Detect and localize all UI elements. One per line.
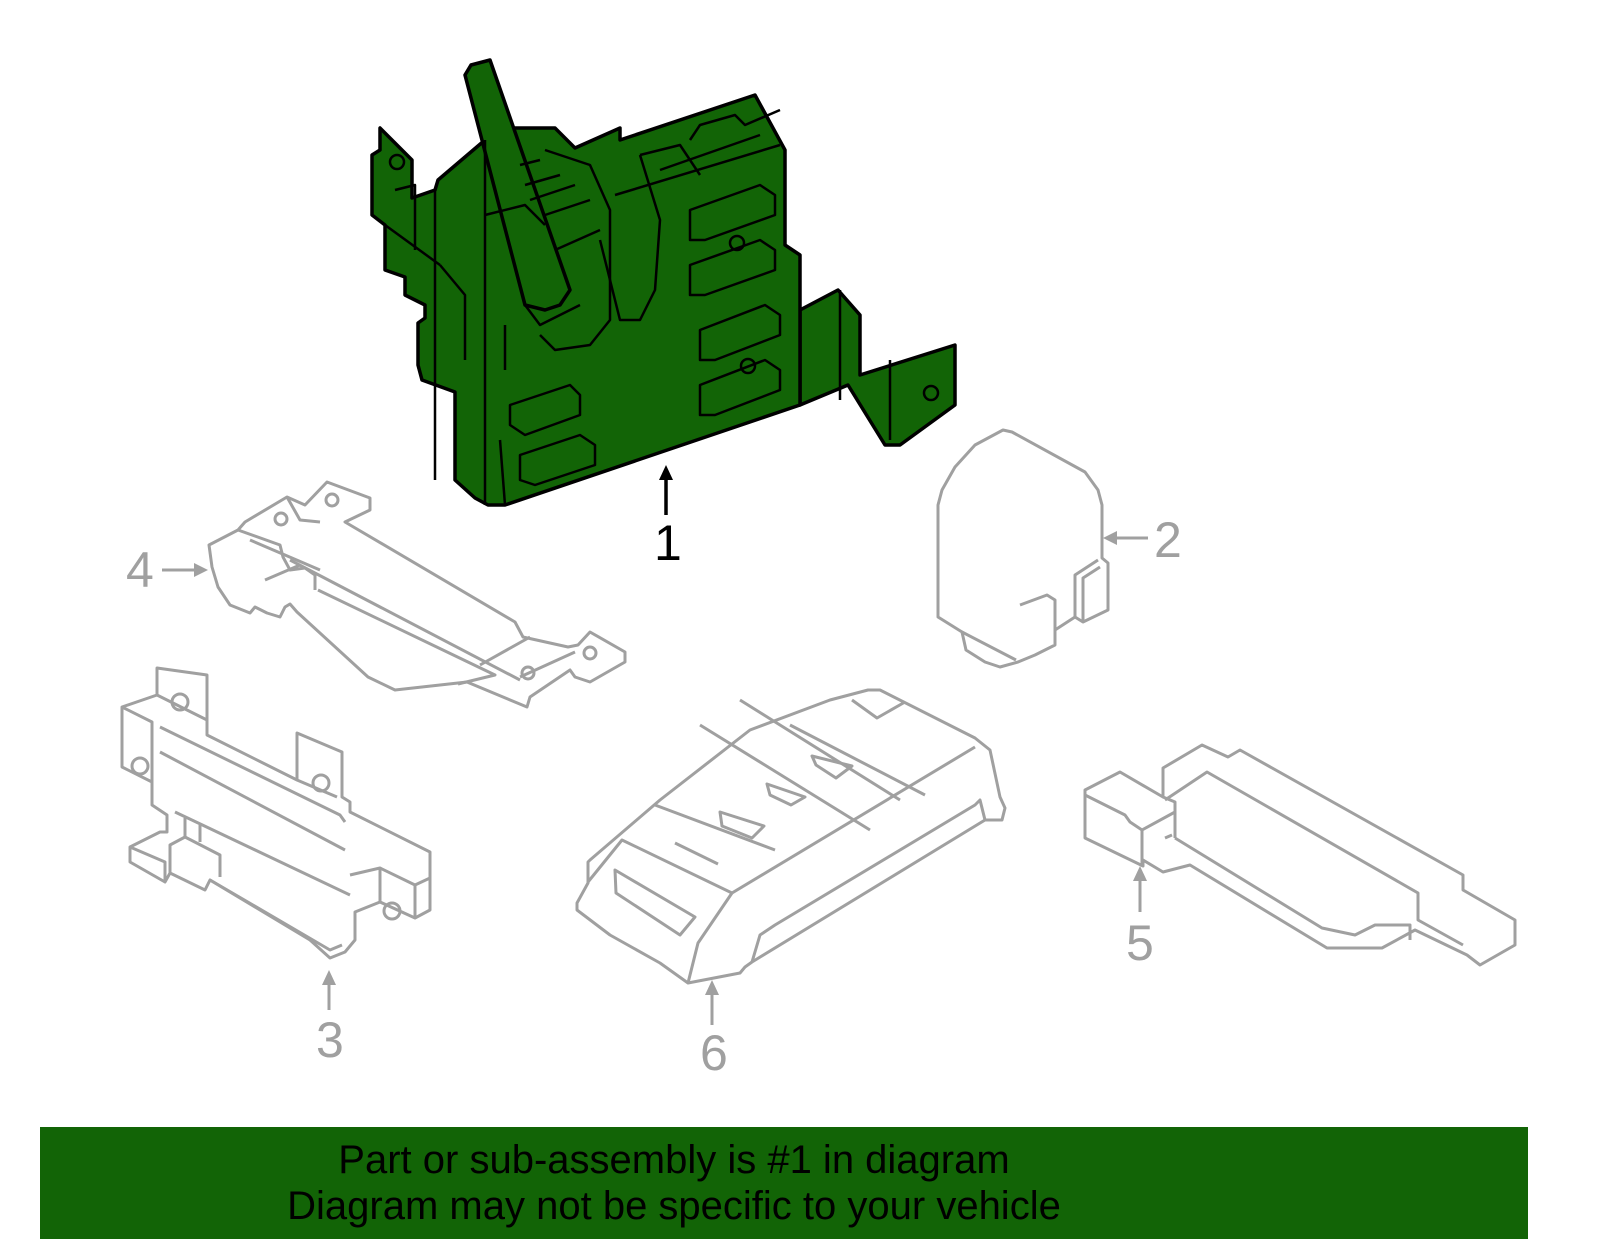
callout-arrow-2 bbox=[1103, 531, 1148, 545]
part-6-key-fob[interactable] bbox=[575, 688, 1007, 985]
part-2-module-cover[interactable] bbox=[936, 428, 1110, 669]
callout-arrow-4 bbox=[162, 563, 208, 577]
callout-number-5[interactable]: 5 bbox=[1126, 915, 1154, 971]
part-1-control-module[interactable] bbox=[370, 58, 957, 507]
callout-arrow-5 bbox=[1133, 866, 1147, 912]
callout-arrow-3 bbox=[322, 970, 336, 1010]
banner-line-part-note: Part or sub-assembly is #1 in diagram bbox=[338, 1138, 1010, 1182]
part-3-rear-antenna[interactable] bbox=[120, 666, 432, 960]
banner-line-disclaimer: Diagram may not be specific to your vehi… bbox=[287, 1184, 1061, 1228]
callout-arrow-6 bbox=[705, 980, 719, 1025]
callout-number-3[interactable]: 3 bbox=[316, 1012, 344, 1068]
part-4-interior-antenna[interactable] bbox=[207, 480, 627, 709]
callout-number-1[interactable]: 1 bbox=[654, 515, 682, 571]
info-banner: Part or sub-assembly is #1 in diagram Di… bbox=[40, 1127, 1528, 1239]
callout-number-6[interactable]: 6 bbox=[700, 1025, 728, 1081]
parts-diagram: 1 2 3 4 5 6 bbox=[120, 58, 1517, 1081]
callout-number-2[interactable]: 2 bbox=[1154, 512, 1182, 568]
callout-arrow-1 bbox=[659, 465, 673, 515]
part-5-bumper-antenna[interactable] bbox=[1083, 743, 1517, 967]
callout-number-4[interactable]: 4 bbox=[126, 542, 154, 598]
